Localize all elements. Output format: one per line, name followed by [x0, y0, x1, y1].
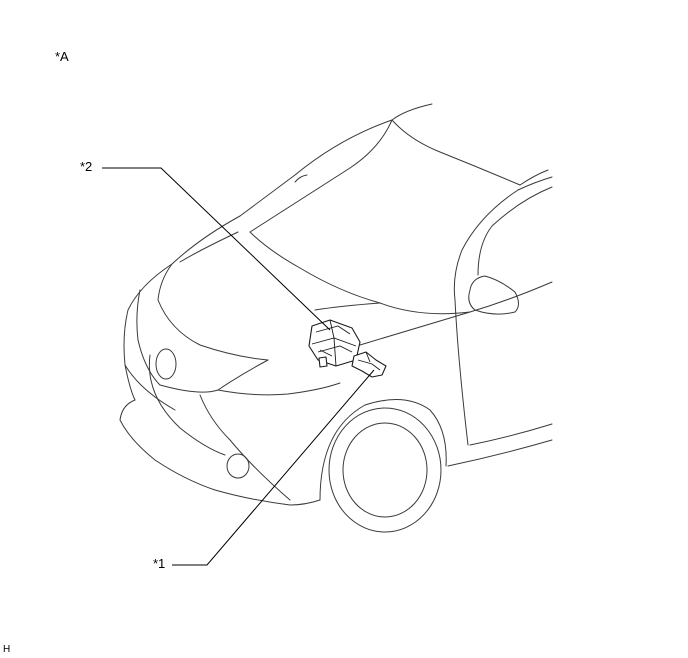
figure-code: H	[3, 644, 11, 655]
callout-2-label: *2	[80, 159, 93, 174]
callout-2-leader	[102, 167, 331, 331]
callout-1-label: *1	[153, 556, 166, 571]
callout-1-leader	[172, 369, 375, 566]
component-2-assembly	[308, 319, 361, 368]
view-label: *A	[55, 49, 69, 64]
component-1-bracket	[351, 351, 387, 378]
car-body-outline	[119, 103, 553, 533]
